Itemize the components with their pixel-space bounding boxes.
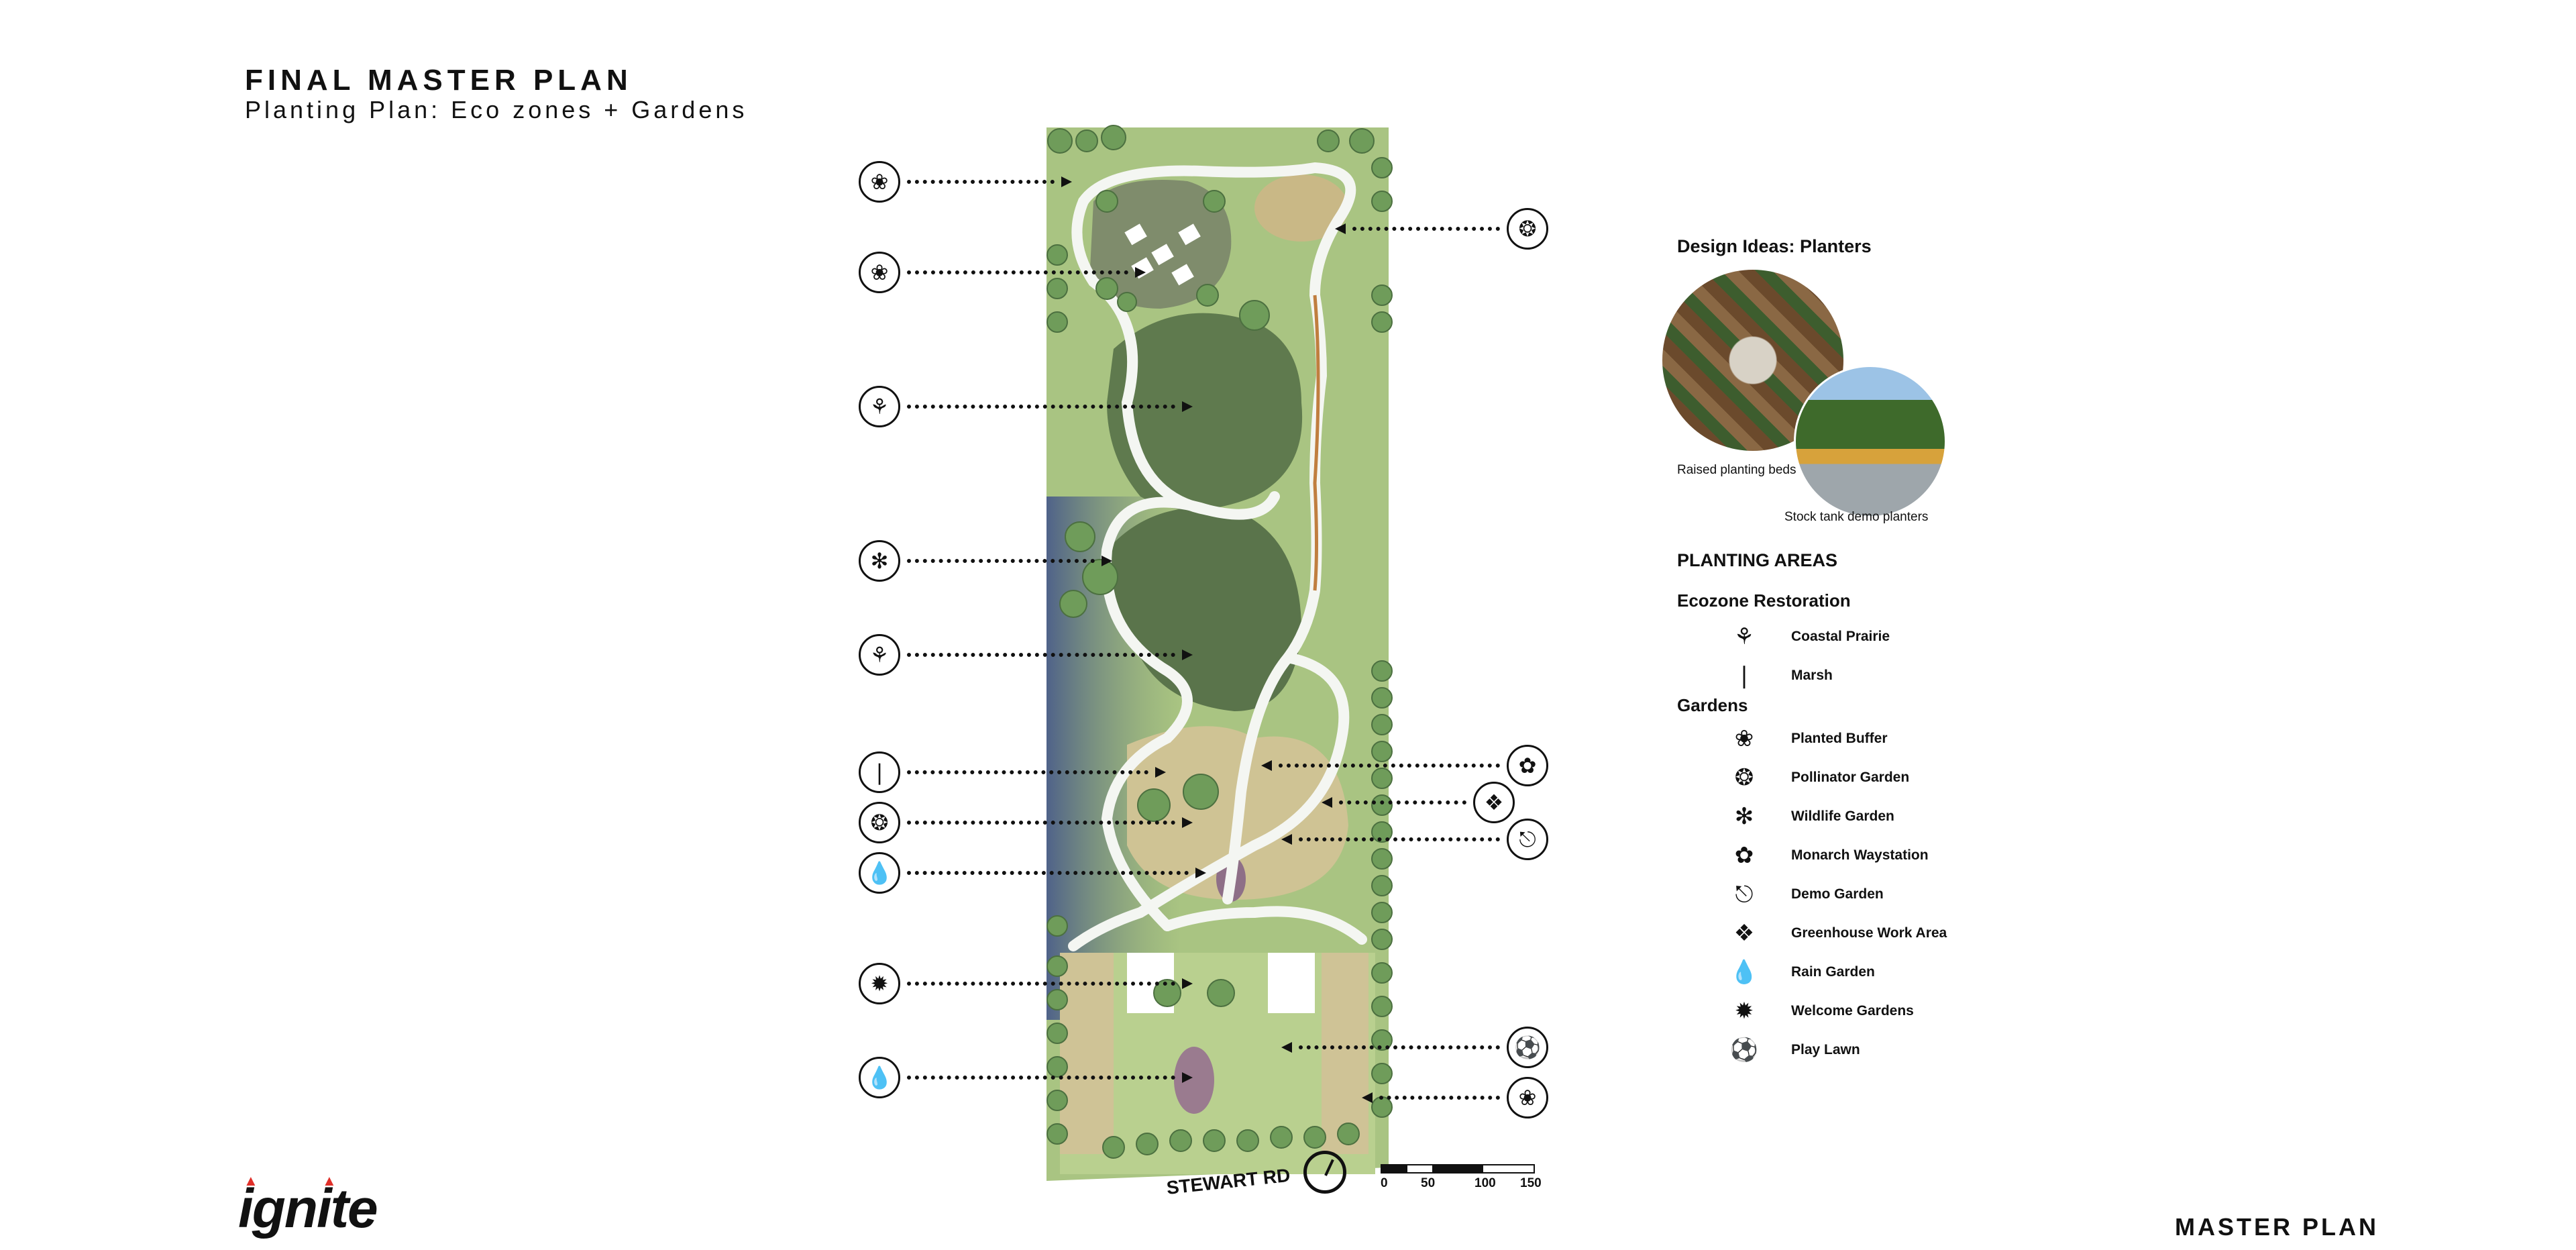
scale-tick-label: 0 [1381, 1176, 1388, 1190]
bee-icon: ❂ [1734, 765, 1754, 790]
butterfly-icon: ✿ [1507, 745, 1548, 786]
callout-rain-garden-lower: 💧 [859, 1057, 1193, 1098]
pot-plant-icon: ❖ [1473, 782, 1515, 823]
page-title: FINAL MASTER PLAN [245, 64, 633, 97]
flame-icon: ▲ [244, 1172, 258, 1189]
raised-beds-caption: Raised planting beds [1677, 463, 1796, 477]
path-network [1068, 162, 1367, 951]
page-subtitle: Planting Plan: Eco zones + Gardens [245, 96, 748, 123]
legend-item-label: Pollinator Garden [1791, 770, 1910, 785]
legend-item-label: Wildlife Garden [1791, 809, 1894, 824]
prairie-zone-upper [1107, 313, 1303, 510]
legend-item-label: Greenhouse Work Area [1791, 925, 1947, 941]
shrub-icon: ❀ [1734, 726, 1754, 751]
logo-text: ignite [238, 1178, 378, 1239]
ball-icon: ⚽ [1729, 1037, 1759, 1063]
bird-icon: ✻ [1734, 804, 1754, 829]
tree-canopy [1046, 125, 1393, 1159]
legend-item-label: Demo Garden [1791, 886, 1884, 902]
legend-item-label: Play Lawn [1791, 1042, 1860, 1057]
ball-icon: ⚽ [1507, 1027, 1548, 1068]
callout-planted-buffer-3: ❀ [1362, 1077, 1548, 1118]
butterfly-icon: ✿ [1734, 843, 1754, 868]
patio-right [1322, 953, 1368, 1154]
section-label: MASTER PLAN [2175, 1213, 2379, 1241]
callout-coastal-prairie-1: ⚘ [859, 386, 1193, 427]
legend-heading: PLANTING AREAS [1677, 550, 1838, 570]
shrub-icon: ❀ [1507, 1077, 1548, 1118]
callout-welcome-gardens: ✹ [859, 963, 1193, 1004]
ecozone-heading: Ecozone Restoration [1677, 590, 1851, 611]
site-plan-map: STEWART RD [1046, 125, 1393, 1194]
legend-item: ⚘ Coastal Prairie [1677, 617, 2012, 656]
scale-tick-label: 100 [1474, 1176, 1496, 1190]
legend-item: ⎋ Demo Garden [1677, 875, 2012, 914]
scale-bar: 0 50 100 150 [1381, 1164, 1542, 1190]
legend-item-label: Coastal Prairie [1791, 629, 1890, 644]
callout-pollinator-garden-top: ❂ [1335, 208, 1548, 250]
design-ideas-heading: Design Ideas: Planters [1677, 236, 1872, 256]
sunflower-icon: ✹ [859, 963, 900, 1004]
callout-rain-garden-upper: 💧 [859, 852, 1206, 894]
sign-icon: ⎋ [1507, 819, 1548, 860]
legend-item-label: Rain Garden [1791, 964, 1875, 980]
legend-item: ❀ Planted Buffer [1677, 719, 2012, 758]
legend-item: ❖ Greenhouse Work Area [1677, 914, 2012, 953]
callout-coastal-prairie-2: ⚘ [859, 634, 1193, 676]
raised-beds-photo [1661, 268, 1845, 452]
shrub-icon: ❀ [859, 252, 900, 293]
shrub-icon: ❀ [859, 161, 900, 203]
legend-item: ❘ Marsh [1677, 656, 2012, 695]
legend-item-label: Monarch Waystation [1791, 847, 1929, 863]
callout-play-lawn: ⚽ [1281, 1027, 1548, 1068]
reed-icon: ❘ [1734, 663, 1754, 688]
sunflower-icon: ✹ [1734, 998, 1754, 1024]
legend-item-label: Welcome Gardens [1791, 1003, 1914, 1019]
callout-monarch-waystation: ✿ [1261, 745, 1548, 786]
callout-greenhouse-work-area: ❖ [1322, 782, 1515, 823]
legend-item-label: Planted Buffer [1791, 731, 1888, 746]
callout-marsh: ❘ [859, 751, 1166, 793]
grass-icon: ⚘ [859, 634, 900, 676]
sign-icon: ⎋ [1735, 881, 1754, 907]
flame-icon: ▲ [322, 1172, 337, 1189]
legend-item: ✹ Welcome Gardens [1677, 992, 2012, 1031]
pot-plant-icon: ❖ [1733, 921, 1755, 946]
bird-icon: ✻ [859, 540, 900, 582]
stock-tank-photo [1794, 365, 1947, 518]
callout-demo-garden: ⎋ [1281, 819, 1548, 860]
legend-item: ❂ Pollinator Garden [1677, 758, 2012, 797]
bee-icon: ❂ [859, 802, 900, 843]
callout-pollinator-garden-left: ❂ [859, 802, 1193, 843]
legend-item-label: Marsh [1791, 668, 1833, 683]
north-arrow [1303, 1151, 1346, 1194]
legend-item: 💧 Rain Garden [1677, 953, 2012, 992]
callout-wildlife-garden: ✻ [859, 540, 1112, 582]
scale-tick-label: 150 [1520, 1176, 1542, 1190]
gathering-area [1090, 180, 1232, 309]
bee-icon: ❂ [1507, 208, 1548, 250]
callout-planted-buffer-1: ❀ [859, 161, 1072, 203]
building-right [1268, 953, 1315, 1013]
reed-icon: ❘ [859, 751, 900, 793]
stock-tank-caption: Stock tank demo planters [1784, 510, 1929, 524]
legend-item: ✻ Wildlife Garden [1677, 797, 2012, 836]
pollinator-zone-top [1254, 174, 1348, 242]
grass-icon: ⚘ [859, 386, 900, 427]
drop-icon: 💧 [859, 852, 900, 894]
boardwalk [1313, 295, 1320, 591]
patio-left [1060, 953, 1114, 1154]
drop-icon: 💧 [1729, 959, 1759, 985]
planting-legend: PLANTING AREAS Ecozone Restoration ⚘ Coa… [1677, 550, 2012, 1070]
gardens-heading: Gardens [1677, 695, 1748, 715]
legend-item: ⚽ Play Lawn [1677, 1031, 2012, 1070]
ignite-logo: ▲ ▲ ignite [238, 1172, 378, 1241]
callout-planted-buffer-2: ❀ [859, 252, 1146, 293]
drop-icon: 💧 [859, 1057, 900, 1098]
rain-garden-lower [1174, 1047, 1214, 1114]
grass-icon: ⚘ [1733, 624, 1755, 649]
legend-item: ✿ Monarch Waystation [1677, 836, 2012, 875]
scale-tick-label: 50 [1421, 1176, 1436, 1190]
